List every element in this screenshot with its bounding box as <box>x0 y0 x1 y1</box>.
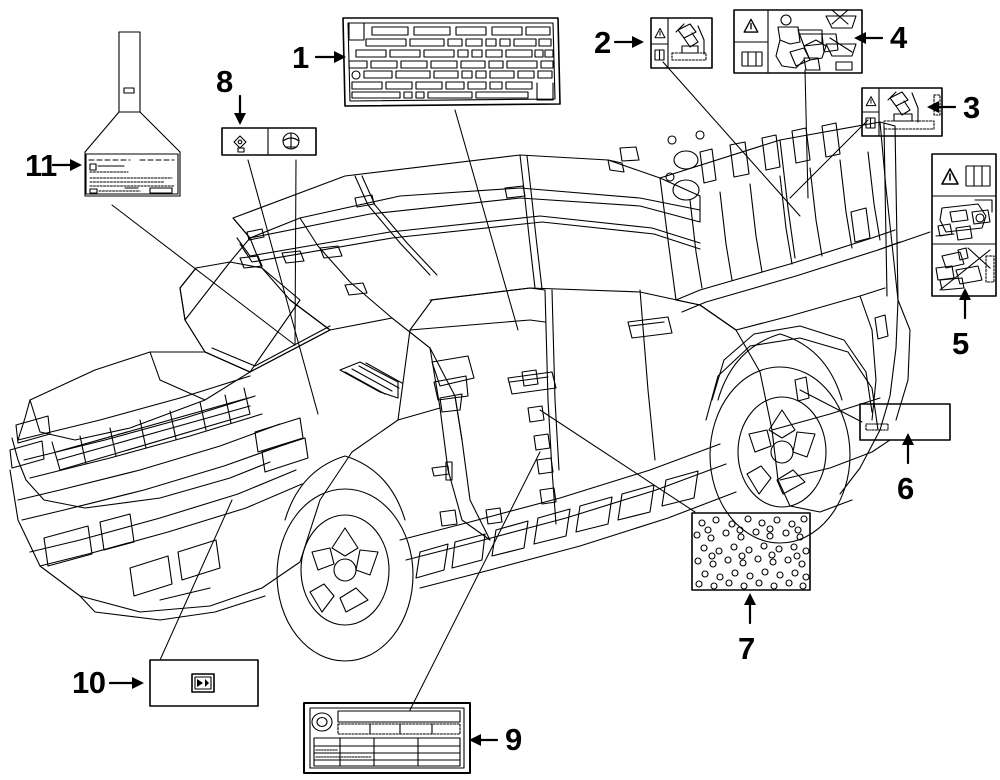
callout-number-5: 5 <box>952 326 969 361</box>
vehicle-line-art <box>9 121 911 662</box>
jack-instruction-label-art <box>861 87 943 137</box>
callout-number-7: 7 <box>738 631 755 666</box>
speckled-decal-art <box>691 512 811 591</box>
callout-number-11: 11 <box>25 148 57 183</box>
airbag-warning-label-art <box>733 9 863 74</box>
callout-number-10: 10 <box>72 665 106 700</box>
callout-number-2: 2 <box>594 25 611 60</box>
leader-lines <box>111 61 931 711</box>
callout-arrows <box>51 32 971 746</box>
callout-number-3: 3 <box>963 90 980 125</box>
speckle-dots <box>693 515 810 590</box>
refrigerant-ac-label-art <box>221 127 317 156</box>
tire-pressure-placard-art <box>303 702 471 774</box>
callout-number-1: 1 <box>292 40 309 75</box>
fuse-block-label-art <box>342 17 561 107</box>
cargo-loading-warning-label-art <box>931 153 997 297</box>
vehicle-certification-label-art <box>84 31 181 197</box>
blank-information-label-art <box>859 403 951 441</box>
callout-number-9: 9 <box>505 722 522 757</box>
jack-caution-label-art <box>650 17 713 69</box>
callout-number-8: 8 <box>216 64 233 99</box>
service-parts-label-art <box>149 659 259 707</box>
callout-number-6: 6 <box>897 471 914 506</box>
callout-number-4: 4 <box>890 20 907 55</box>
